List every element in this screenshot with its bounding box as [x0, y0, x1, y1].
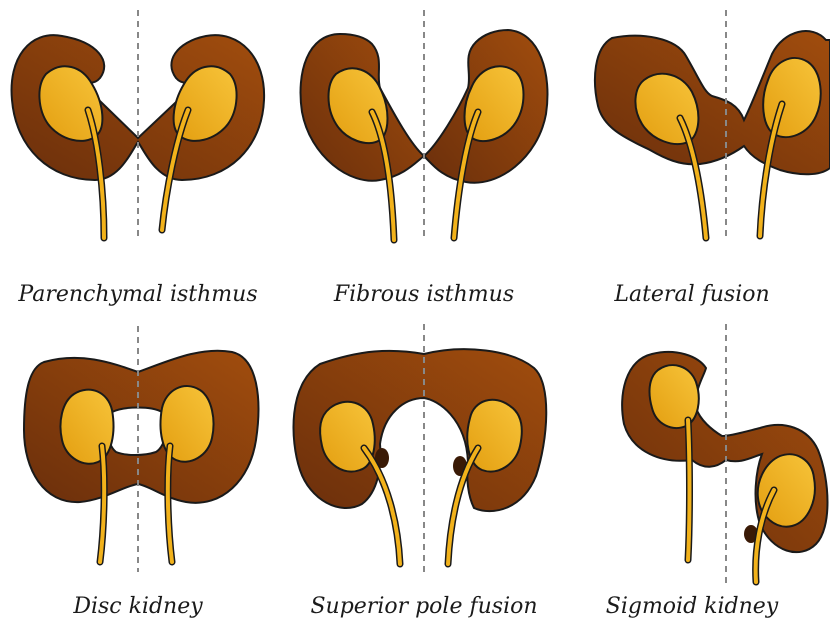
caption-sigmoid-kidney: Sigmoid kidney	[554, 594, 830, 619]
caption-superior-pole-fusion: Superior pole fusion	[286, 594, 562, 619]
kidney-parenchyma	[24, 351, 258, 503]
panel-lateral-fusion	[595, 10, 830, 240]
renal-pelvis-left	[320, 402, 375, 472]
caption-disc-kidney: Disc kidney	[0, 594, 276, 619]
caption-lateral-fusion: Lateral fusion	[554, 282, 830, 307]
ureter-upper-fill	[688, 420, 690, 560]
renal-pelvis-upper	[650, 365, 699, 428]
panel-superior-pole-fusion	[293, 324, 546, 576]
caption-fibrous-isthmus: Fibrous isthmus	[286, 282, 562, 307]
renal-pelvis-right	[467, 400, 522, 472]
panel-parenchymal-isthmus	[12, 10, 265, 240]
panel-disc-kidney	[24, 326, 258, 572]
panel-fibrous-isthmus	[301, 10, 548, 240]
panel-sigmoid-kidney	[622, 324, 827, 584]
caption-parenchymal-isthmus: Parenchymal isthmus	[0, 282, 276, 307]
